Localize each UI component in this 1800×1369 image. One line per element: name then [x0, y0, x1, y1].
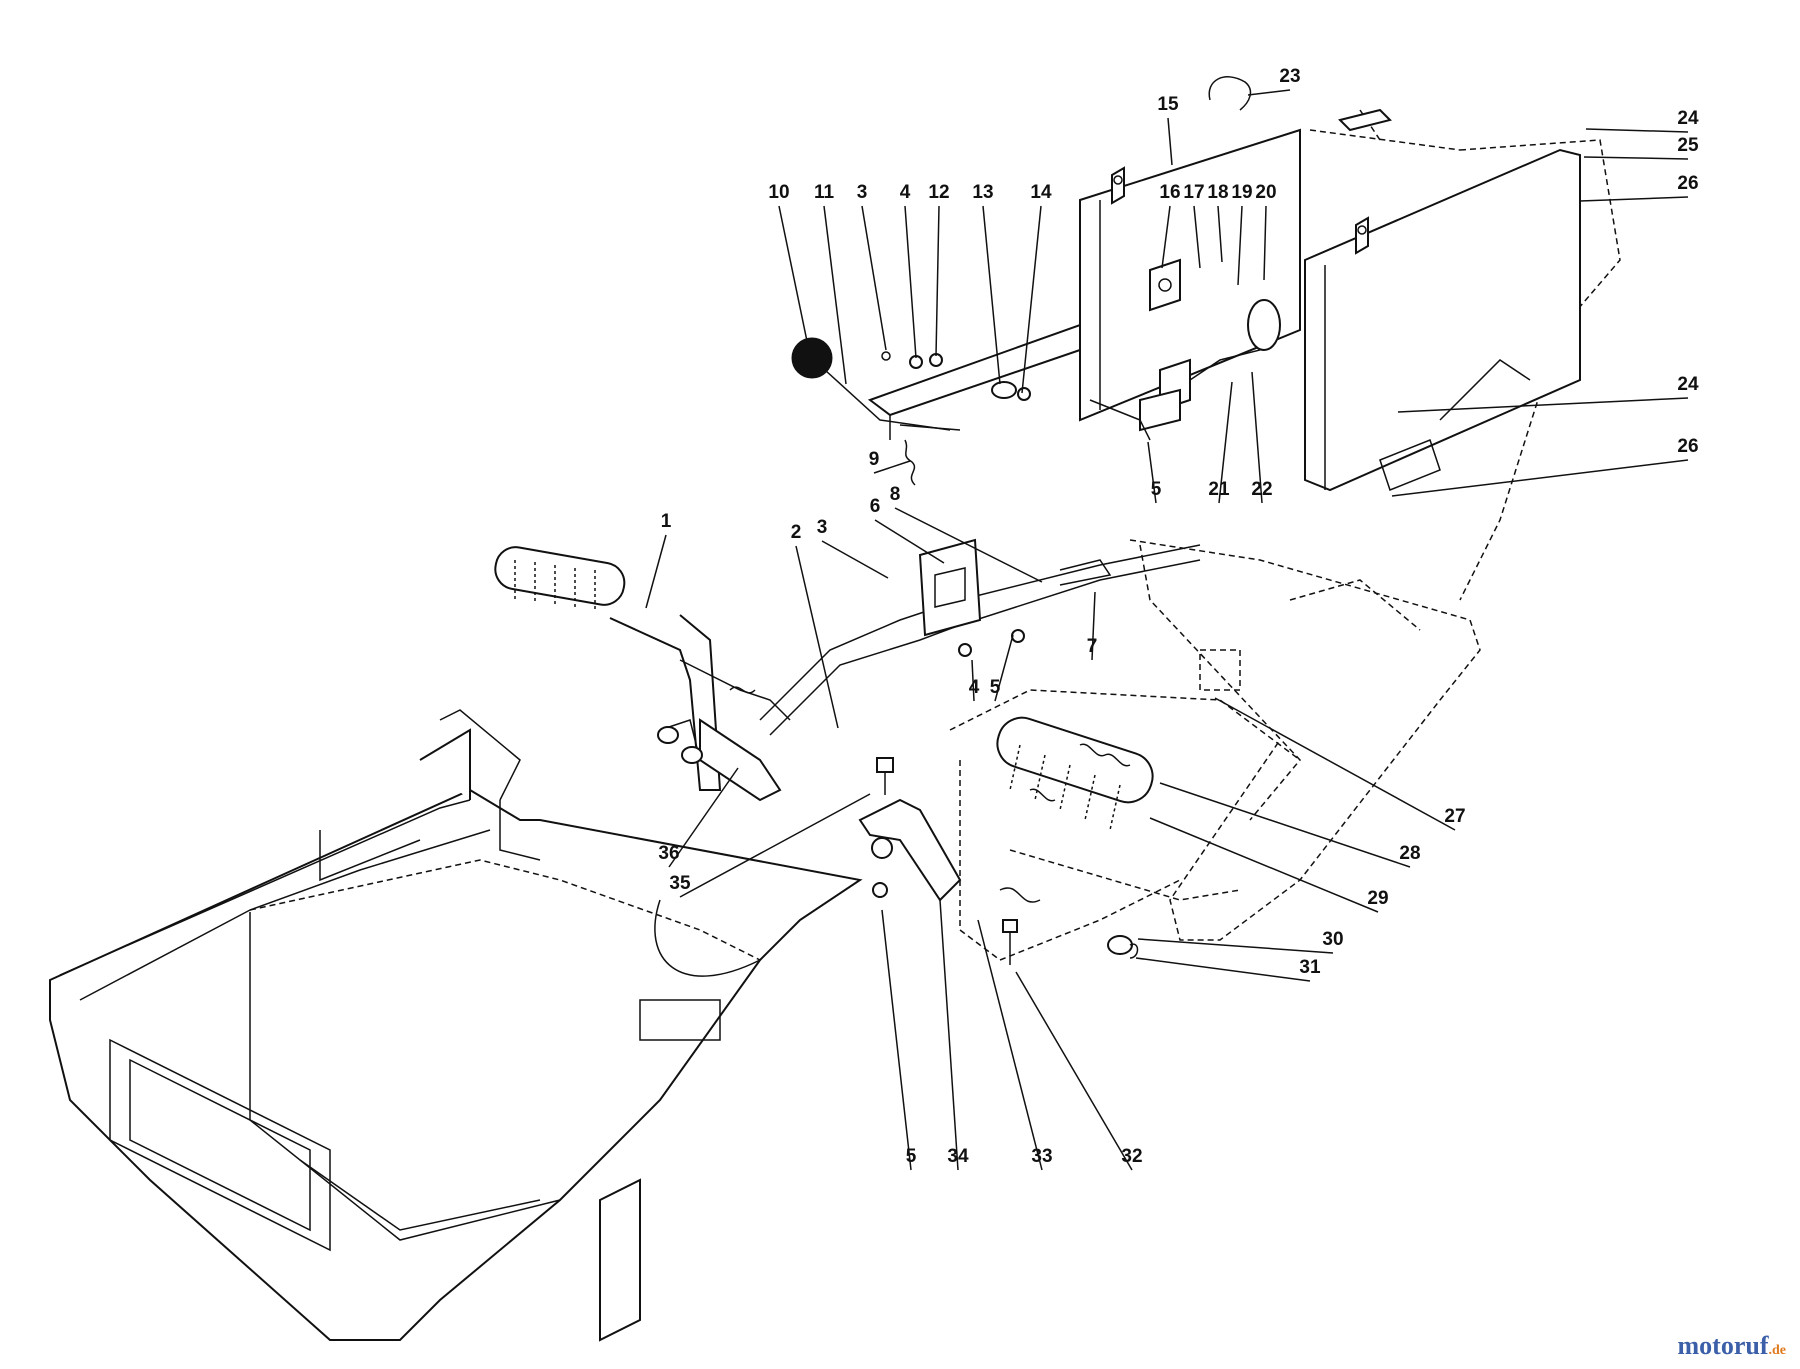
- callout-label-c17: 17: [1183, 182, 1204, 203]
- callout-label-c26b: 26: [1677, 436, 1698, 457]
- leader-line-c11: [823, 205, 847, 385]
- callout-label-c5b: 5: [1151, 479, 1162, 500]
- leader-line-c14: [1021, 205, 1042, 394]
- callout-label-c12: 12: [928, 182, 949, 203]
- leader-line-c21: [1218, 381, 1233, 504]
- leader-line-c5b: [1147, 441, 1157, 504]
- callout-label-c9: 9: [869, 449, 880, 470]
- leader-line-c20: [1263, 205, 1267, 281]
- callout-label-c5c: 5: [906, 1146, 917, 1167]
- callout-label-c6: 6: [870, 496, 881, 517]
- leader-line-c8: [894, 507, 1043, 583]
- leader-line-c5a: [994, 634, 1014, 702]
- tractor-frame: [949, 109, 1621, 961]
- callout-label-c24a: 24: [1677, 108, 1699, 129]
- callout-label-c36: 36: [658, 843, 679, 864]
- callout-label-c3b: 3: [857, 182, 868, 203]
- callout-label-c14: 14: [1030, 182, 1052, 203]
- leader-line-c6: [874, 519, 945, 564]
- leader-line-c9: [873, 460, 911, 474]
- callout-label-c8: 8: [890, 484, 901, 505]
- leader-line-c15: [1167, 117, 1173, 166]
- leader-line-c26a: [1579, 196, 1689, 202]
- callout-label-c24b: 24: [1677, 374, 1699, 395]
- callout-label-c4b: 4: [900, 182, 911, 203]
- watermark-tld: .de: [1768, 1343, 1787, 1358]
- leader-line-c34: [939, 899, 959, 1171]
- leader-line-c13: [982, 205, 1001, 385]
- leader-line-c30: [1137, 938, 1334, 954]
- leader-line-c4a: [971, 659, 975, 702]
- leader-line-c12: [935, 205, 940, 357]
- callout-label-c30: 30: [1322, 929, 1343, 950]
- leader-line-c5c: [881, 909, 912, 1171]
- pedal-left: [494, 546, 791, 802]
- leader-line-c19: [1237, 205, 1243, 286]
- leader-line-c27: [1214, 697, 1456, 831]
- callout-label-c10: 10: [768, 182, 789, 203]
- callout-label-c26a: 26: [1677, 173, 1698, 194]
- callout-label-c22: 22: [1251, 479, 1272, 500]
- callout-label-c2: 2: [791, 522, 802, 543]
- callout-label-c23: 23: [1279, 66, 1300, 87]
- leader-line-c22: [1251, 371, 1263, 504]
- callout-label-c1: 1: [661, 511, 672, 532]
- watermark-main: motoruf: [1677, 1331, 1769, 1360]
- pedal-right: [858, 716, 1154, 965]
- leader-line-c32: [1015, 971, 1133, 1171]
- callout-label-c29: 29: [1367, 888, 1388, 909]
- leader-line-c18: [1217, 205, 1223, 263]
- callout-label-c31: 31: [1299, 957, 1321, 978]
- callout-label-c5a: 5: [990, 677, 1001, 698]
- leader-line-c35: [679, 793, 871, 898]
- callout-label-c35: 35: [669, 873, 691, 894]
- callout-label-c20: 20: [1255, 182, 1276, 203]
- brake-rod: [759, 538, 1201, 736]
- leader-line-c3a: [821, 540, 889, 579]
- callout-label-c11: 11: [814, 182, 835, 203]
- leader-line-c36: [668, 767, 739, 868]
- leader-line-c2: [795, 545, 839, 729]
- callout-label-c34: 34: [947, 1146, 969, 1167]
- callout-label-c16: 16: [1159, 182, 1180, 203]
- callout-label-c27: 27: [1444, 806, 1465, 827]
- leader-line-c26b: [1391, 459, 1689, 497]
- callout-label-c28: 28: [1399, 843, 1420, 864]
- callout-label-c7: 7: [1087, 636, 1098, 657]
- lever-assembly: [791, 323, 1151, 486]
- callout-label-c18: 18: [1207, 182, 1228, 203]
- callout-label-c33: 33: [1031, 1146, 1052, 1167]
- leader-line-c10: [778, 205, 809, 347]
- body-pan: [49, 709, 863, 1342]
- leader-line-c1: [645, 534, 667, 609]
- leader-line-c3b: [861, 205, 887, 351]
- leader-line-c28: [1159, 782, 1411, 868]
- leader-line-c4b: [904, 205, 917, 359]
- leader-line-c29: [1149, 817, 1379, 913]
- leader-line-c7: [1091, 591, 1096, 661]
- watermark: motoruf.de: [1678, 1331, 1786, 1361]
- callout-leaders: [645, 89, 1689, 1171]
- leader-line-c17: [1193, 205, 1201, 269]
- leader-line-c24b: [1397, 397, 1689, 413]
- callout-label-c19: 19: [1231, 182, 1252, 203]
- leader-line-c23: [1247, 89, 1291, 96]
- callout-label-c13: 13: [972, 182, 993, 203]
- callout-label-c4a: 4: [969, 677, 980, 698]
- clip-23: [1208, 76, 1252, 111]
- leader-line-c24a: [1585, 128, 1689, 133]
- callout-label-c15: 15: [1157, 94, 1179, 115]
- leader-line-c16: [1161, 205, 1171, 269]
- leader-line-c25: [1583, 156, 1689, 160]
- dash-panel-right: [1304, 108, 1581, 492]
- leader-line-c31: [1135, 957, 1311, 982]
- callout-label-c21: 21: [1208, 479, 1230, 500]
- callout-label-c32: 32: [1121, 1146, 1142, 1167]
- leader-line-c33: [977, 919, 1043, 1171]
- callout-label-c25: 25: [1677, 135, 1699, 156]
- callout-label-c3a: 3: [817, 517, 828, 538]
- dash-panel-left: [1079, 128, 1301, 432]
